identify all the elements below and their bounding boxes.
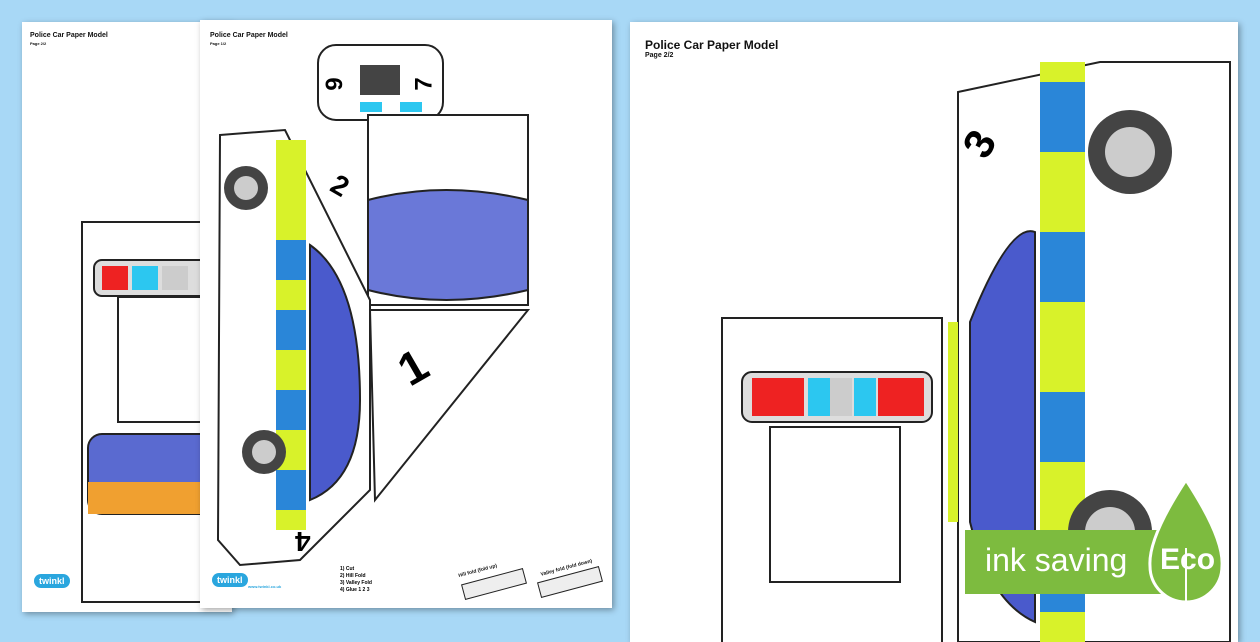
page-subtitle: Page 2/2: [30, 41, 47, 46]
legend-valley-fold: 3) Valley Fold: [340, 580, 372, 586]
page-subtitle: Page 1/2: [210, 41, 227, 46]
legend-cut: 1) Cut: [340, 566, 355, 572]
page-1: Police Car Paper Model Page 1/2 6 7 2 1 …: [200, 20, 612, 608]
twinkl-logo: twinkl: [34, 574, 70, 588]
legend-glue: 4) Glue 1 2 3: [340, 587, 370, 593]
part-number: 4: [295, 526, 311, 557]
part-number: 6: [319, 77, 347, 91]
website-url: www.twinkl.co.uk: [248, 584, 282, 589]
car-net-illustration: [216, 44, 531, 567]
part-number: 7: [410, 77, 438, 91]
page-title: Police Car Paper Model: [210, 32, 288, 39]
fold-legend: 1) Cut 2) Hill Fold 3) Valley Fold 4) Gl…: [340, 566, 372, 594]
eco-label: Eco: [1160, 543, 1216, 576]
legend-hill-fold: 2) Hill Fold: [340, 573, 366, 579]
page-title: Police Car Paper Model: [645, 38, 779, 52]
badge-text: ink saving: [985, 542, 1128, 578]
page-2: Police Car Paper Model Page 2/2 3: [630, 22, 1238, 642]
leaf-icon: [1148, 478, 1224, 610]
page-title: Police Car Paper Model: [30, 32, 108, 39]
page-subtitle: Page 2/2: [645, 52, 674, 59]
twinkl-logo: twinkl: [212, 573, 248, 587]
